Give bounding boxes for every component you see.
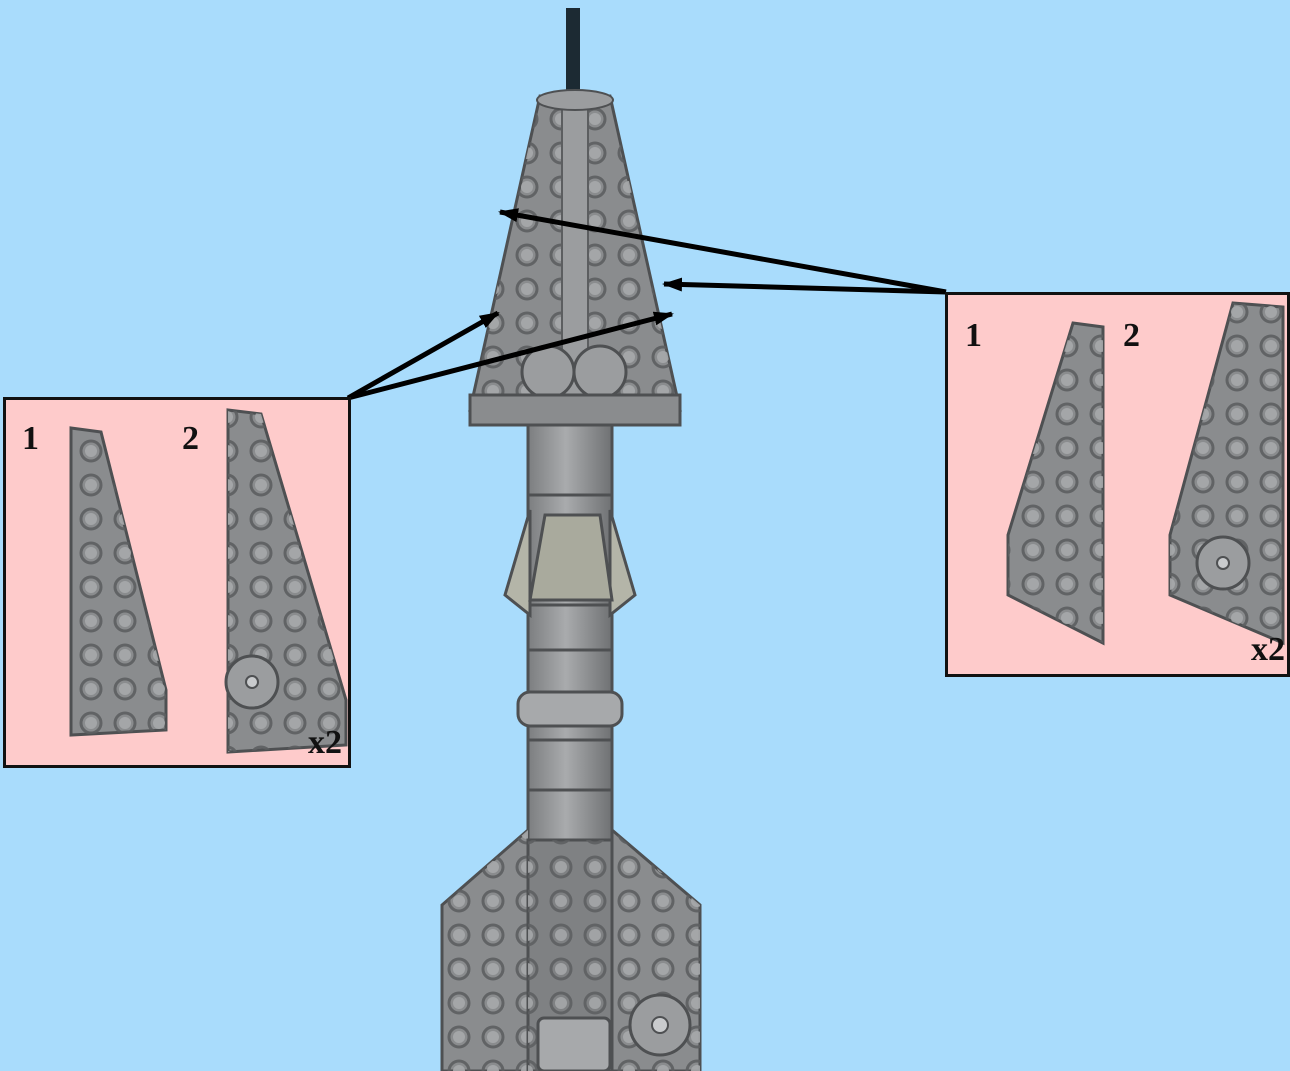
nose-cone <box>470 90 680 425</box>
wedge-plate-right-step1 <box>1008 323 1103 643</box>
rocket-body <box>518 425 622 840</box>
parts-illustration-right <box>948 295 1287 674</box>
parts-callout-right: 1 2 x2 <box>945 292 1290 677</box>
right-step-1-label: 1 <box>965 319 982 353</box>
parts-callout-left: 1 2 x2 <box>3 397 351 768</box>
left-step-2-label: 2 <box>182 422 199 456</box>
left-step-1-label: 1 <box>22 422 39 456</box>
bottom-fins <box>442 830 700 1071</box>
left-quantity-label: x2 <box>308 726 342 760</box>
wedge-plate-left-step1 <box>71 428 166 735</box>
wedge-plate-left-step2 <box>226 410 346 752</box>
wedge-plate-right-step2 <box>1170 303 1283 643</box>
right-step-2-label: 2 <box>1123 319 1140 353</box>
middle-fins <box>505 510 635 615</box>
parts-illustration-left <box>6 400 348 765</box>
right-quantity-label: x2 <box>1251 633 1285 667</box>
